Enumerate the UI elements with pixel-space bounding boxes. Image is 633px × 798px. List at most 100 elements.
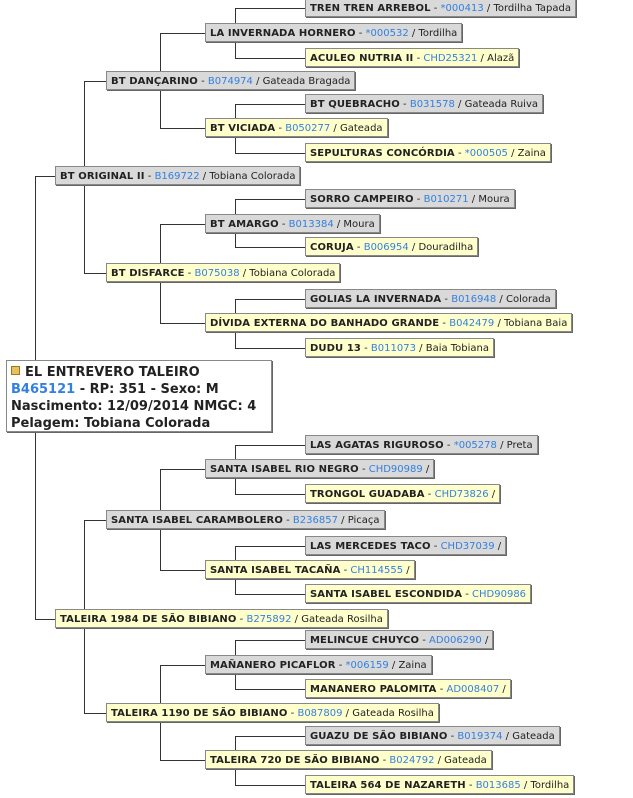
horse-name: LA INVERNADA HORNERO xyxy=(210,28,356,39)
registry-link[interactable]: B074974 xyxy=(207,76,253,87)
registry-link[interactable]: *006159 xyxy=(345,660,389,671)
horse-name: BT AMARGO xyxy=(210,219,279,230)
horse-name: ACULEO NUTRIA II xyxy=(310,53,414,64)
registry-link[interactable]: *000505 xyxy=(464,148,508,159)
coat-color: Gateada xyxy=(444,755,487,766)
pedigree-node[interactable]: SANTA ISABEL RIO NEGRO - CHD90989 / xyxy=(205,459,435,478)
connector-line xyxy=(235,153,305,154)
registry-link[interactable]: CHD90986 xyxy=(472,589,527,600)
connector-line xyxy=(84,713,106,714)
horse-name: LAS MERCEDES TACO xyxy=(310,541,431,552)
pedigree-node[interactable]: TALEIRA 1984 DE SÃO BIBIANO - B275892 / … xyxy=(55,609,388,628)
coat-color: Picaça xyxy=(347,515,380,526)
coat-color: Gateada Bragada xyxy=(262,76,351,87)
horse-name: TALEIRA 1984 DE SÃO BIBIANO xyxy=(60,614,237,625)
registry-link[interactable]: CH114555 xyxy=(350,565,404,576)
pedigree-node[interactable]: SANTA ISABEL TACAÑA - CH114555 / xyxy=(205,560,415,579)
coat-value: Tobiana Colorada xyxy=(83,416,211,431)
coat-color: Tordilha Tapada xyxy=(493,3,572,14)
pedigree-node[interactable]: LAS MERCEDES TACO - CHD37039 / xyxy=(305,536,507,555)
pedigree-node[interactable]: BT QUEBRACHO - B031578 / Gateada Ruiva xyxy=(305,94,544,113)
horse-name: CORUJA xyxy=(310,242,354,253)
registry-link[interactable]: B169722 xyxy=(154,171,200,182)
registry-link[interactable]: B087809 xyxy=(297,708,343,719)
pedigree-node[interactable]: TALEIRA 1190 DE SÃO BIBIANO - B087809 / … xyxy=(106,703,439,722)
connector-line xyxy=(160,760,205,761)
registry-link[interactable]: B013685 xyxy=(475,780,521,791)
registry-link[interactable]: B075038 xyxy=(194,268,240,279)
horse-name: TALEIRA 720 DE SÃO BIBIANO xyxy=(210,755,380,766)
pedigree-node[interactable]: MELINCUE CHUYCO - AD006290 / xyxy=(305,630,494,649)
pedigree-node[interactable]: LAS AGATAS RIGUROSO - *005278 / Preta xyxy=(305,435,538,454)
pedigree-node[interactable]: MAÑANERO PICAFLOR - *006159 / Zaina xyxy=(205,655,432,674)
registry-link[interactable]: B236857 xyxy=(292,515,338,526)
registry-link[interactable]: B006954 xyxy=(363,242,409,253)
document-icon[interactable] xyxy=(11,366,20,375)
registry-link[interactable]: B024792 xyxy=(389,755,435,766)
coat-color: Tobiana Colorada xyxy=(249,268,336,279)
registry-link[interactable]: B013384 xyxy=(288,219,334,230)
pedigree-node[interactable]: SANTA ISABEL ESCONDIDA - CHD90986 xyxy=(305,584,532,603)
pedigree-node[interactable]: ACULEO NUTRIA II - CHD25321 / Alazã xyxy=(305,48,520,67)
coat-color: Gateada Rosilha xyxy=(352,708,434,719)
animal-coat-row: Pelagem: Tobiana Colorada xyxy=(11,415,267,432)
registry-link[interactable]: B019374 xyxy=(457,731,503,742)
registry-link[interactable]: B031578 xyxy=(409,99,455,110)
registry-link[interactable]: CHD90989 xyxy=(368,464,423,475)
connector-line xyxy=(235,494,305,495)
horse-name: LAS AGATAS RIGUROSO xyxy=(310,440,444,451)
pedigree-node[interactable]: SORRO CAMPEIRO - B010271 / Moura xyxy=(305,189,515,208)
pedigree-node[interactable]: CORUJA - B006954 / Douradilha xyxy=(305,237,479,256)
registry-link[interactable]: B011073 xyxy=(370,343,416,354)
pedigree-node[interactable]: TRONGOL GUADABA - CHD73826 / xyxy=(305,484,501,503)
coat-color: Gateada xyxy=(512,731,555,742)
pedigree-node[interactable]: SANTA ISABEL CARAMBOLERO - B236857 / Pic… xyxy=(106,510,385,529)
registry-link[interactable]: *005278 xyxy=(453,440,497,451)
coat-color: Zaina xyxy=(517,148,546,159)
pedigree-node[interactable]: BT VICIADA - B050277 / Gateada xyxy=(205,118,388,137)
pedigree-node[interactable]: TALEIRA 720 DE SÃO BIBIANO - B024792 / G… xyxy=(205,750,492,769)
pedigree-node[interactable]: TREN TREN ARREBOL - *000413 / Tordilha T… xyxy=(305,0,577,17)
registry-link[interactable]: AD008407 xyxy=(446,684,500,695)
horse-name: MELINCUE CHUYCO xyxy=(310,635,420,646)
pedigree-node[interactable]: GUAZU DE SÃO BIBIANO - B019374 / Gateada xyxy=(305,726,560,745)
pedigree-node[interactable]: DÍVIDA EXTERNA DO BANHADO GRANDE - B0424… xyxy=(205,313,573,332)
connector-line xyxy=(235,785,305,786)
registry-link[interactable]: B275892 xyxy=(246,614,292,625)
registry-link[interactable]: B010271 xyxy=(423,194,469,205)
pedigree-node[interactable]: BT ORIGINAL II - B169722 / Tobiana Color… xyxy=(55,166,301,185)
coat-color: Gateada Ruiva xyxy=(464,99,539,110)
registry-link[interactable]: B042479 xyxy=(449,318,495,329)
horse-name: TALEIRA 564 DE NAZARETH xyxy=(310,780,466,791)
pedigree-node[interactable]: BT DISFARCE - B075038 / Tobiana Colorada xyxy=(106,263,341,282)
pedigree-node[interactable]: SEPULTURAS CONCÓRDIA - *000505 / Zaina xyxy=(305,143,551,162)
pedigree-node[interactable]: DUDU 13 - B011073 / Baia Tobiana xyxy=(305,338,495,357)
registry-link[interactable]: CHD37039 xyxy=(440,541,495,552)
registry-link[interactable]: AD006290 xyxy=(429,635,482,646)
registry-link[interactable]: *000413 xyxy=(440,3,484,14)
animal-name: EL ENTREVERO TALEIRO xyxy=(25,365,200,380)
coat-color: Gateada Rosilha xyxy=(301,614,383,625)
registry-link[interactable]: B050277 xyxy=(285,123,331,134)
registry-link[interactable]: CHD73826 xyxy=(434,489,489,500)
pedigree-node[interactable]: LA INVERNADA HORNERO - *000532 / Tordilh… xyxy=(205,23,463,42)
horse-name: GUAZU DE SÃO BIBIANO xyxy=(310,731,448,742)
pedigree-node[interactable]: BT AMARGO - B013384 / Moura xyxy=(205,214,380,233)
registry-link[interactable]: CHD25321 xyxy=(423,53,478,64)
horse-name: MANANERO PALOMITA xyxy=(310,684,437,695)
horse-name: SANTA ISABEL RIO NEGRO xyxy=(210,464,359,475)
horse-name: SORRO CAMPEIRO xyxy=(310,194,414,205)
animal-registry-link[interactable]: B465121 xyxy=(11,382,76,397)
pedigree-node[interactable]: MANANERO PALOMITA - AD008407 / xyxy=(305,679,511,698)
pedigree-node[interactable]: GOLIAS LA INVERNADA - B016948 / Colorada xyxy=(305,289,556,308)
pedigree-node[interactable]: BT DANÇARINO - B074974 / Gateada Bragada xyxy=(106,71,356,90)
coat-color: Tobiana Baia xyxy=(504,318,568,329)
pedigree-node[interactable]: TALEIRA 564 DE NAZARETH - B013685 / Tord… xyxy=(305,775,575,794)
connector-line xyxy=(235,445,305,446)
horse-name: SANTA ISABEL TACAÑA xyxy=(210,565,341,576)
coat-color: Gateada xyxy=(339,123,383,134)
registry-link[interactable]: B016948 xyxy=(451,294,497,305)
registry-link[interactable]: *000532 xyxy=(365,28,409,39)
connector-line xyxy=(160,224,205,225)
horse-name: TALEIRA 1190 DE SÃO BIBIANO xyxy=(111,708,288,719)
